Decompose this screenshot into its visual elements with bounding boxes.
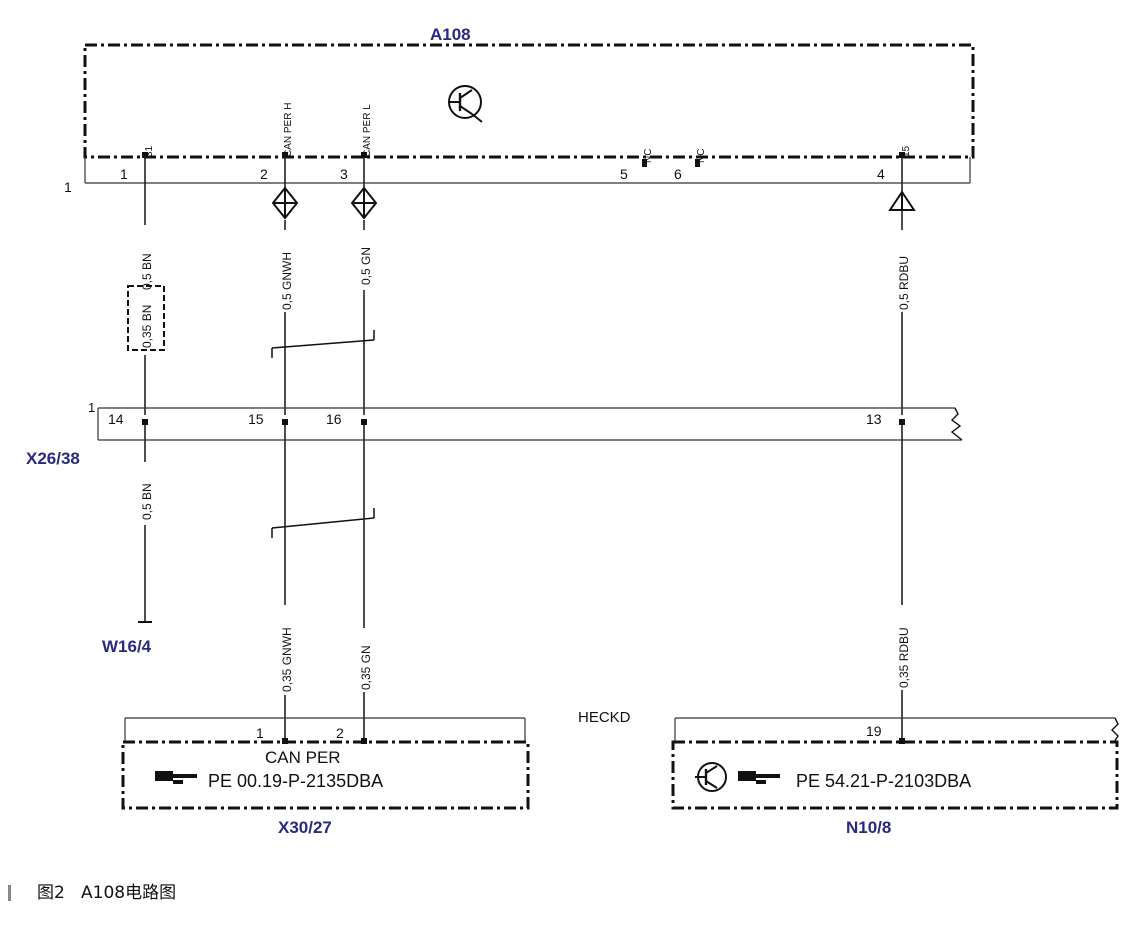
a108-pin-signal: CAN PER H bbox=[283, 103, 294, 157]
pin-terminal bbox=[899, 152, 905, 158]
pin-terminal bbox=[695, 159, 700, 167]
connector-x30-title: CAN PER bbox=[265, 748, 341, 767]
pin-terminal bbox=[899, 738, 905, 744]
wire-bn-upper: 0,5 BN 0,35 BN bbox=[127, 158, 165, 415]
pin-terminal bbox=[282, 152, 288, 158]
x26-pin-number: 15 bbox=[248, 411, 264, 427]
connector-n10-frame bbox=[671, 740, 1119, 810]
connector-n10-8: HECKD 19 PE 54.21-P-2103DBA N10/8 bbox=[578, 709, 1119, 837]
wire-label: 0,5 GN bbox=[359, 247, 373, 285]
a108-pin-number: 5 bbox=[620, 166, 628, 182]
a108-pin-signal: CAN PER L bbox=[362, 104, 373, 157]
a108-pin-signal: NC bbox=[696, 149, 707, 163]
wire-gn-upper: 0,5 GN bbox=[350, 158, 378, 415]
pin-terminal bbox=[361, 738, 367, 744]
connector-x30-name: X30/27 bbox=[278, 818, 332, 837]
x26-pin-number: 13 bbox=[866, 411, 882, 427]
fuse-arrow-icon bbox=[888, 190, 916, 211]
wire-label: 0,35 GN bbox=[359, 645, 373, 690]
cut-edge-icon bbox=[950, 407, 963, 441]
a108-pin-signal: NC bbox=[643, 149, 654, 163]
x30-pin-number: 2 bbox=[336, 725, 344, 741]
figure-caption: 图2 A108电路图 bbox=[8, 878, 176, 903]
alt-wire-box bbox=[127, 285, 165, 351]
wire-gnwh-lower: 0,35 GNWH bbox=[280, 425, 294, 738]
connector-x26-name: X26/38 bbox=[26, 449, 80, 468]
wire-label: 0,35 GNWH bbox=[280, 627, 294, 692]
a108-pin-number: 1 bbox=[120, 166, 128, 182]
pin-terminal bbox=[361, 152, 367, 158]
a108-pin-number: 4 bbox=[877, 166, 885, 182]
a108-pin-number: 2 bbox=[260, 166, 268, 182]
a108-pin-number: 3 bbox=[340, 166, 348, 182]
wire-label: 0,5 GNWH bbox=[280, 252, 294, 310]
module-a108-frame bbox=[83, 43, 975, 159]
pin-terminal bbox=[899, 419, 905, 425]
x26-pin-number: 14 bbox=[108, 411, 124, 427]
wire-label: 0,5 RDBU bbox=[897, 256, 911, 310]
wire-label: 0,5 BN bbox=[140, 253, 154, 290]
module-a108-name: A108 bbox=[430, 25, 471, 44]
a108-pin-number: 6 bbox=[674, 166, 682, 182]
connector-rail-label: 1 bbox=[88, 400, 95, 415]
figure-title: A108电路图 bbox=[81, 883, 177, 903]
connector-n10-area-label: HECKD bbox=[578, 709, 631, 726]
figure-number: 图2 bbox=[37, 883, 65, 903]
wire-bn-lower: 0,5 BN W16/4 bbox=[102, 425, 154, 656]
connector-x30-27: 1 2 CAN PER PE 00.19-P-2135DBA X30/27 bbox=[121, 717, 530, 837]
wire-gnwh-upper: 0,5 GNWH bbox=[271, 158, 299, 415]
pin-terminal bbox=[642, 159, 647, 167]
pin-terminal bbox=[282, 419, 288, 425]
ground-name: W16/4 bbox=[102, 637, 152, 656]
x30-pin-number: 1 bbox=[256, 725, 264, 741]
connector-x30-ref: PE 00.19-P-2135DBA bbox=[208, 771, 383, 791]
caption-bar bbox=[8, 885, 11, 901]
connector-n10-ref: PE 54.21-P-2103DBA bbox=[796, 771, 971, 791]
connector-x30-frame bbox=[121, 740, 530, 810]
wire-rdbu-upper: 0,5 RDBU bbox=[888, 158, 916, 415]
alt-wire-label: 0,35 BN bbox=[140, 305, 154, 348]
transistor-icon bbox=[695, 762, 727, 792]
twisted-pair-marker bbox=[271, 508, 375, 538]
can-bus-connector-icon bbox=[350, 186, 378, 220]
x26-pin-number: 16 bbox=[326, 411, 342, 427]
a108-pin-signal: 31 bbox=[144, 145, 155, 157]
pin-terminal bbox=[142, 419, 148, 425]
transistor-icon bbox=[448, 85, 483, 123]
pin-terminal bbox=[282, 738, 288, 744]
pointing-hand-icon bbox=[738, 771, 780, 784]
pin-terminal bbox=[142, 152, 148, 158]
n10-pin-number: 19 bbox=[866, 723, 882, 739]
connector-x26-38: 1 X26/38 14 15 16 13 bbox=[26, 400, 963, 468]
a108-pin-signal: 15 bbox=[901, 145, 912, 157]
connector-n10-name: N10/8 bbox=[846, 818, 891, 837]
module-a108: A108 1 1 2 3 5 6 4 31 CAN PER H CA bbox=[64, 25, 975, 195]
twisted-pair-marker bbox=[271, 330, 375, 358]
wire-gn-lower: 0,35 GN bbox=[359, 425, 373, 738]
wire-label: 0,35 RDBU bbox=[897, 627, 911, 688]
cut-edge-icon bbox=[1111, 717, 1119, 743]
wire-label: 0,5 BN bbox=[140, 483, 154, 520]
pointing-hand-icon bbox=[155, 771, 197, 784]
module-a108-rail-label: 1 bbox=[64, 179, 72, 195]
wire-rdbu-lower: 0,35 RDBU bbox=[897, 425, 911, 738]
can-bus-connector-icon bbox=[271, 186, 299, 220]
pin-terminal bbox=[361, 419, 367, 425]
